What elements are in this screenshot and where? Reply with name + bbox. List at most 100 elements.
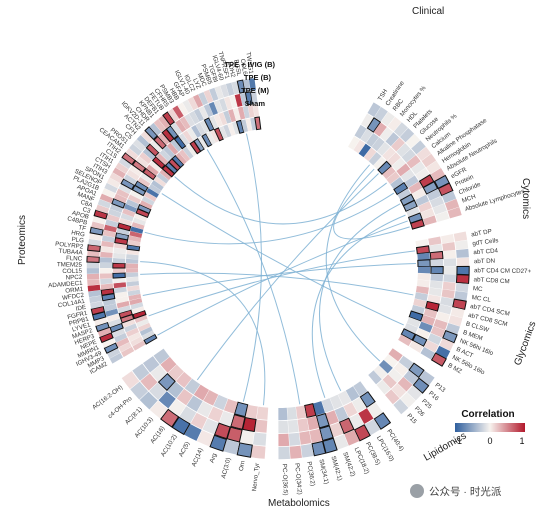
feature-label: NPC2 (66, 274, 83, 282)
heatmap-cell (128, 235, 142, 243)
heatmap-cell (132, 363, 150, 381)
heatmap-cell (102, 337, 116, 348)
heatmap-cell (112, 272, 126, 279)
heatmap-cell (131, 159, 147, 173)
heatmap-cell (417, 259, 431, 268)
heatmap-cell (421, 314, 436, 326)
heatmap-cell (447, 207, 462, 219)
heatmap-cell (120, 178, 135, 191)
feature-label: C4BPB (67, 215, 88, 226)
heatmap-cell (410, 218, 425, 230)
heatmap-cell (182, 130, 194, 144)
heatmap-cell (403, 370, 419, 385)
correlation-link (196, 173, 379, 381)
heatmap-cell (100, 283, 114, 290)
heatmap-cell (198, 106, 209, 120)
heatmap-cell (121, 346, 135, 358)
heatmap-cell (319, 425, 334, 442)
heatmap-cell (175, 152, 187, 165)
feature-label: SM(42:2) (341, 451, 356, 477)
feature-label: FLNC (66, 255, 83, 263)
heatmap-cell (153, 135, 167, 150)
heatmap-cell (368, 152, 382, 166)
correlation-link (148, 250, 415, 317)
heatmap-cell (235, 119, 245, 134)
heatmap-cell (427, 333, 442, 346)
heatmap-cell (145, 143, 160, 157)
heatmap-cell (115, 162, 129, 174)
heatmap-cell (125, 199, 139, 209)
heatmap-cell (129, 230, 143, 238)
feature-label: FGFR1 (67, 310, 89, 322)
heatmap-cell (139, 391, 158, 410)
heatmap-cell (116, 227, 130, 236)
heatmap-cell (213, 127, 225, 142)
heatmap-cell (214, 85, 224, 100)
heatmap-cell (158, 391, 176, 409)
heatmap-cell (102, 230, 116, 238)
heatmap-cell (198, 91, 209, 106)
heatmap-cell (127, 240, 141, 247)
heatmap-cell (87, 284, 101, 292)
heatmap-cell (391, 157, 406, 171)
heatmap-cell (124, 323, 138, 333)
heatmap-cell (234, 93, 243, 107)
heatmap-cell (184, 113, 195, 127)
heatmap-cell (417, 266, 431, 274)
heatmap-cell (386, 171, 400, 185)
heatmap-cell (209, 434, 228, 452)
heatmap-cell (418, 321, 433, 333)
heatmap-cell (177, 102, 189, 116)
heatmap-cell (245, 118, 253, 132)
correlation-link (206, 149, 301, 405)
feature-label: SM(34:1) (317, 458, 329, 484)
ring-label-tpe-m: TPE (M) (241, 86, 269, 95)
heatmap-cell (99, 193, 114, 204)
heatmap-cell (401, 149, 416, 163)
heatmap-cell (325, 410, 339, 425)
heatmap-cell (113, 277, 126, 284)
heatmap-cell (143, 333, 158, 345)
feature-label: COL6 (239, 58, 249, 76)
heatmap-cell (132, 309, 147, 320)
heatmap-cell (122, 319, 136, 328)
heatmap-cell (244, 91, 254, 106)
heatmap-cell (129, 165, 143, 177)
heatmap-cell (247, 104, 255, 118)
correlation-link (242, 133, 262, 402)
heatmap-cell (122, 208, 136, 218)
heatmap-cell (100, 251, 113, 258)
feature-label: abT CD4 CM CD27+ (474, 267, 532, 275)
heatmap-cell (430, 273, 444, 282)
heatmap-cell (456, 265, 470, 276)
heatmap-cell (197, 136, 208, 149)
feature-label: LYZ (191, 77, 202, 90)
heatmap-cell (417, 273, 431, 281)
heatmap-cell (163, 145, 175, 159)
heatmap-cell (391, 383, 407, 399)
heatmap-cell (411, 140, 426, 155)
feature-label: abT CD4 (473, 247, 499, 256)
heatmap-cell (445, 322, 460, 335)
heatmap-cell (125, 263, 139, 268)
heatmap-cell (425, 300, 440, 312)
heatmap-cell (132, 340, 146, 351)
heatmap-cell (251, 445, 266, 459)
heatmap-cell (415, 168, 430, 181)
heatmap-cell (186, 143, 198, 157)
heatmap-cell (400, 392, 416, 408)
feature-label: gdT Cells (472, 237, 499, 247)
heatmap-cell (193, 384, 210, 401)
heatmap-cell (197, 401, 213, 418)
heatmap-cell (452, 298, 467, 311)
heatmap-cell (115, 296, 129, 304)
heatmap-cell (113, 332, 128, 343)
feature-label: PC-O(36:5) (281, 464, 289, 496)
heatmap-cell (176, 371, 192, 388)
heatmap-cell (254, 116, 262, 131)
heatmap-cell (383, 354, 398, 368)
heatmap-cell (91, 221, 105, 230)
feature-label: PC(36:2) (305, 461, 316, 487)
heatmap-cell (428, 287, 442, 297)
heatmap-cell (300, 443, 314, 458)
